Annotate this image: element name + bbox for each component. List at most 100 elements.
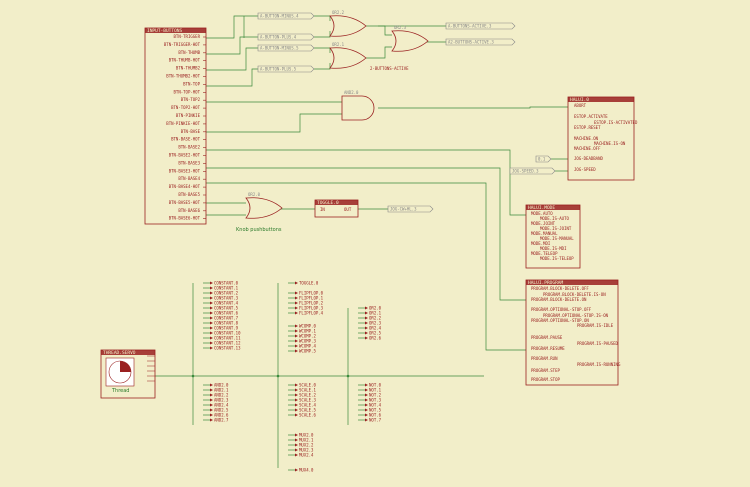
mux-item-arrow <box>295 448 298 452</box>
and-item-arrow <box>210 398 213 402</box>
mux-item-arrow <box>295 443 298 447</box>
constant-item-arrow <box>210 296 213 300</box>
input-pin: BTN-BASE4 <box>178 176 200 181</box>
net-tag: A-BUTTON-MINUS.5 <box>257 44 315 52</box>
or-item: OR2.2 <box>369 315 382 320</box>
or-gate-2[interactable]: OR2.2 <box>329 10 367 37</box>
thread-block[interactable]: THREAD.SERVO <box>100 349 156 399</box>
wcomp-item-arrow <box>295 329 298 333</box>
program-pin: PROGRAM.OPTIONAL-STOP.ON <box>531 318 589 323</box>
halui-pin: ESTOP.RESET <box>574 125 601 130</box>
input-pin: BTN-PINKIE-HOT <box>166 121 200 126</box>
mode-pin: MODE.MANUAL <box>531 231 558 236</box>
out-tag-a-text: A-BUTTONS-ACTIVE.3 <box>448 23 492 28</box>
toggle-out: OUT <box>344 207 352 212</box>
jog-speed-tag: JOG-SPEED.3 <box>509 167 556 175</box>
and-gate-label: AND2.0 <box>344 90 359 95</box>
program-block[interactable]: HALUI.PROGRAM <box>525 279 619 386</box>
or-gate-1[interactable]: OR2.1 <box>329 42 367 69</box>
wcomp-item-arrow <box>295 324 298 328</box>
or-gate-1-label: OR2.1 <box>332 42 345 47</box>
scale-item: SCALE.5 <box>299 407 316 412</box>
program-pin: PROGRAM.BLOCK-DELETE.IS-ON <box>543 292 606 297</box>
flipflop-item-arrow <box>295 291 298 295</box>
constant-item: CONSTANT.6 <box>214 310 239 315</box>
mux4-item-arrow <box>295 468 298 472</box>
or-item-arrow <box>365 326 368 330</box>
constant-item-arrow <box>210 331 213 335</box>
constant-item: CONSTANT.2 <box>214 290 239 295</box>
or-item-arrow <box>365 336 368 340</box>
mode-pin: MODE.IS-MANUAL <box>540 236 574 241</box>
input-pin: BTN-BASE2 <box>178 145 200 150</box>
constant-item: CONSTANT.4 <box>214 300 239 305</box>
mux4-item: MUX4.0 <box>299 467 314 472</box>
wcomp-item-arrow <box>295 339 298 343</box>
input-pin: BTN-TRIGGER-HOT <box>164 42 201 47</box>
constant-item: CONSTANT.8 <box>214 320 239 325</box>
not-item-arrow <box>365 398 368 402</box>
and-item-arrow <box>210 403 213 407</box>
input-pin: BTN-BASE5 <box>178 192 200 197</box>
input-pin: BTN-THUMB-HOT <box>169 58 201 63</box>
program-pin: PROGRAM.OPTIONAL-STOP.IS-ON <box>543 313 609 318</box>
constant-item: CONSTANT.11 <box>214 335 241 340</box>
or-item-arrow <box>365 306 368 310</box>
flipflop-item-arrow <box>295 306 298 310</box>
constant-item: CONSTANT.10 <box>214 330 241 335</box>
input-buttons-block[interactable]: INPUT-BUTTONS <box>144 27 207 225</box>
input-pin: BTN-TOP-HOT <box>174 89 201 94</box>
program-pin: PROGRAM.BLOCK-DELETE.OFF <box>531 286 589 291</box>
halui-pin: JOG-SPEED <box>574 167 596 172</box>
input-pin: BTN-TOP <box>183 81 200 86</box>
knob-or-gate[interactable]: OR2.0 <box>245 192 283 219</box>
halui-pin: MACHINE.ON <box>574 136 599 141</box>
constant-item-arrow <box>210 336 213 340</box>
input-pin: BTN-BASE5-HOT <box>169 200 201 205</box>
input-pin: BTN-BASE6 <box>178 208 200 213</box>
constant-item-arrow <box>210 291 213 295</box>
flipflop-item: FLIPFLOP.0 <box>299 290 324 295</box>
input-pin: BTN-BASE <box>181 129 201 134</box>
mode-pin: MODE.TELEOP <box>531 251 558 256</box>
halui-pin: ESTOP.IS-ACTIVATED <box>594 120 638 125</box>
or-gate-3[interactable]: OR2.3 <box>391 25 429 52</box>
halui-block[interactable]: HALUI.0 <box>567 96 635 181</box>
scale-item: SCALE.4 <box>299 402 316 407</box>
and-item-arrow <box>210 388 213 392</box>
constant-item-arrow <box>210 281 213 285</box>
input-pin: BTN-PINKIE <box>176 113 201 118</box>
constant-item-arrow <box>210 311 213 315</box>
scale-item: SCALE.1 <box>299 387 316 392</box>
thread-caption: Thread <box>111 388 129 394</box>
constant-item: CONSTANT.7 <box>214 315 239 320</box>
constant-item-arrow <box>210 306 213 310</box>
input-pin: BTN-TOP2 <box>181 97 201 102</box>
flipflop-item: FLIPFLOP.1 <box>299 295 324 300</box>
toggle-item: TOGGLE.0 <box>299 280 319 285</box>
wires <box>155 15 568 468</box>
toggle-block[interactable]: TOGGLE.0 <box>314 199 359 218</box>
and-item: AND2.0 <box>214 382 229 387</box>
net-tag-text: A-BUTTON-MINUS.5 <box>260 45 299 50</box>
mux-item-arrow <box>295 433 298 437</box>
mode-block[interactable]: HALUI.MODE <box>525 204 581 269</box>
or-gate-2-label: OR2.2 <box>332 10 345 15</box>
mode-pin: MODE.IS-TELEOP <box>540 256 574 261</box>
net-tag-text: A-BUTTON-PLUS.4 <box>260 34 297 39</box>
wcomp-item: WCOMP.2 <box>299 333 316 338</box>
constant-item: CONSTANT.1 <box>214 285 239 290</box>
scale-item-arrow <box>295 408 298 412</box>
wcomp-item-arrow <box>295 349 298 353</box>
or-item: OR2.3 <box>369 320 382 325</box>
not-item: NOT.4 <box>369 402 382 407</box>
and-item-arrow <box>210 393 213 397</box>
scale-item-arrow <box>295 398 298 402</box>
knob-caption: Knob pushbuttons <box>236 227 282 233</box>
wcomp-item: WCOMP.1 <box>299 328 316 333</box>
mux-item: MUX2.2 <box>299 442 314 447</box>
input-pin: BTN-THUMB <box>178 50 200 55</box>
and-gate[interactable]: AND2.0 <box>341 90 375 121</box>
two-buttons-caption: 2-BUTTONS-ACTIVE <box>370 66 409 71</box>
